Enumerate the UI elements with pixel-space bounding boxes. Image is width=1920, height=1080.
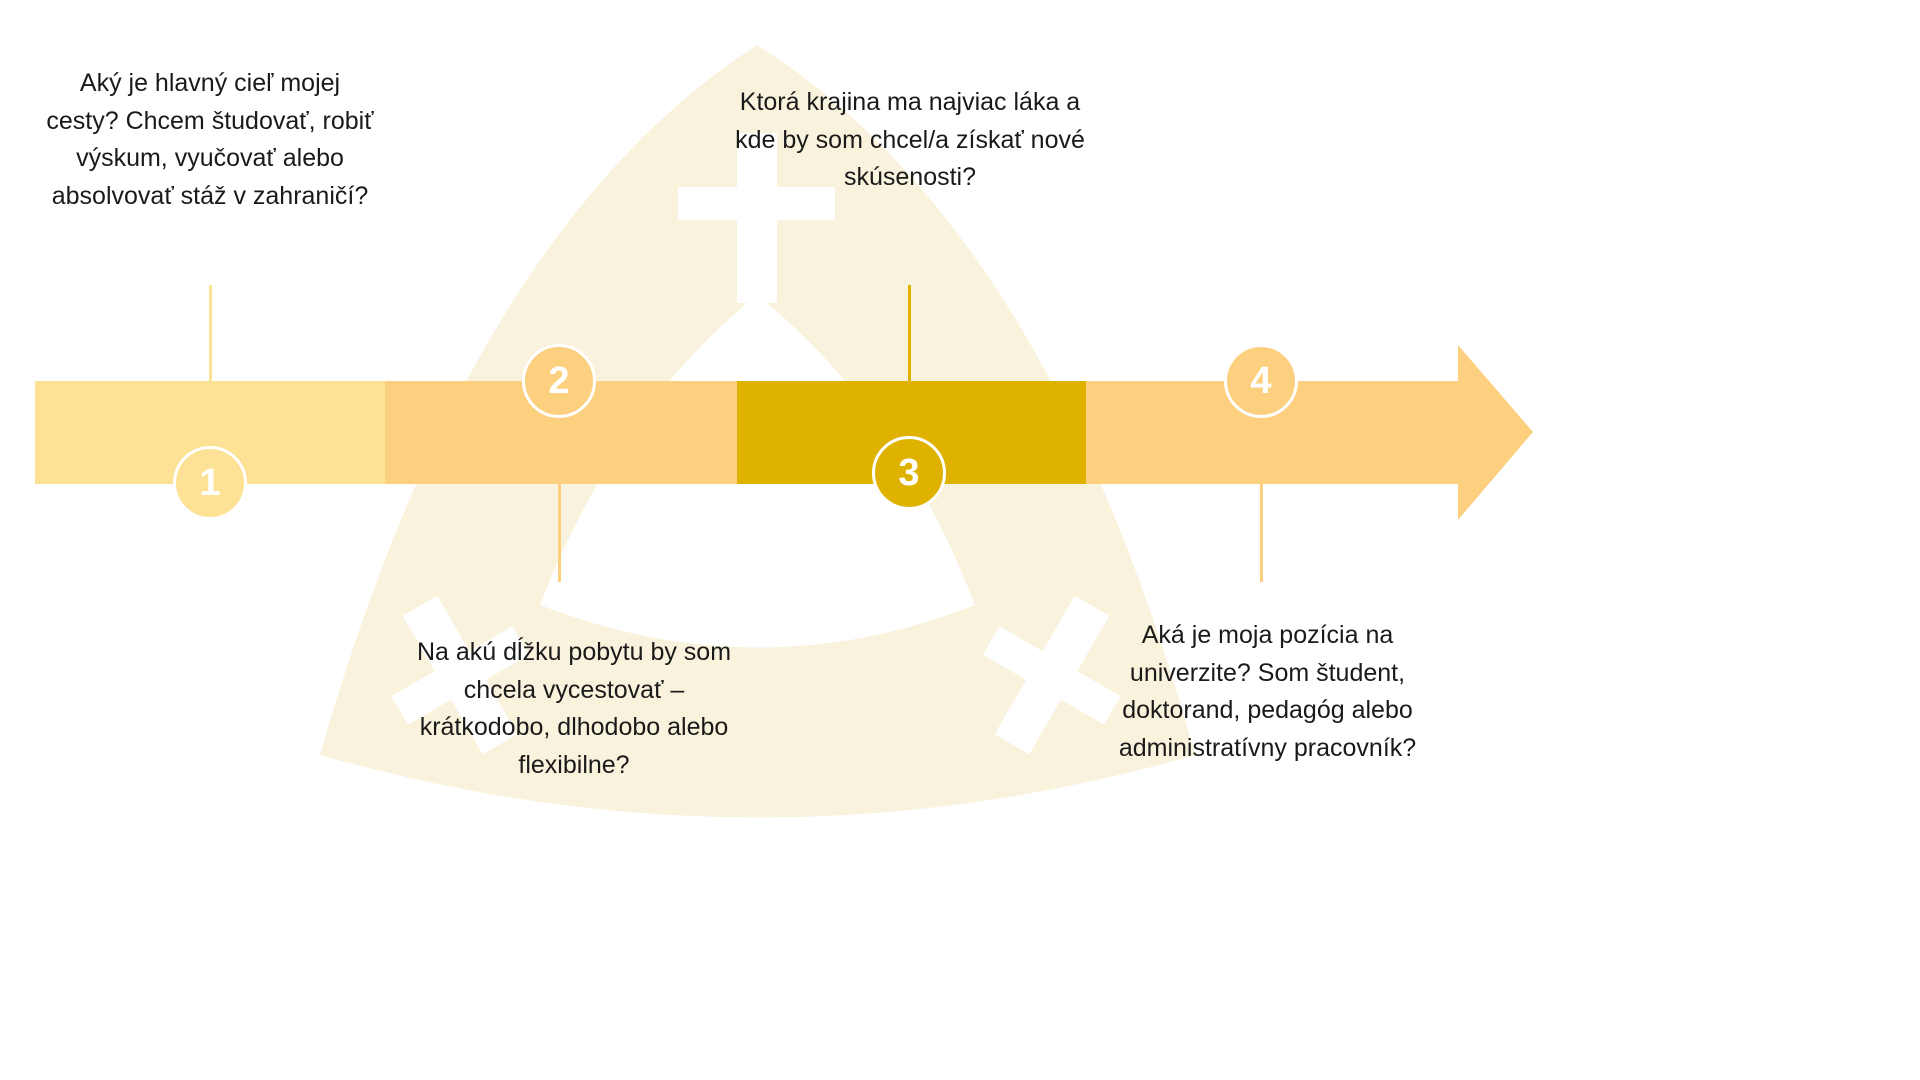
step-1-badge: 1 bbox=[173, 446, 247, 520]
arrow-head bbox=[1086, 345, 1533, 520]
connector-2 bbox=[558, 484, 561, 582]
connector-3 bbox=[908, 285, 911, 381]
step-2-badge: 2 bbox=[522, 344, 596, 418]
step-2-text: Na akú dĺžku pobytu by som chcela vycest… bbox=[416, 638, 732, 779]
connector-4 bbox=[1260, 484, 1263, 582]
step-3-text: Ktorá krajina ma najviac láka a kde by s… bbox=[735, 88, 1085, 191]
connector-1 bbox=[209, 285, 212, 381]
step-3-badge: 3 bbox=[872, 436, 946, 510]
step-1-text: Aký je hlavný cieľ mojej cesty? Chcem št… bbox=[46, 69, 374, 210]
step-4-badge: 4 bbox=[1224, 344, 1298, 418]
step-4-text: Aká je moja pozícia na univerzite? Som š… bbox=[1118, 621, 1417, 762]
